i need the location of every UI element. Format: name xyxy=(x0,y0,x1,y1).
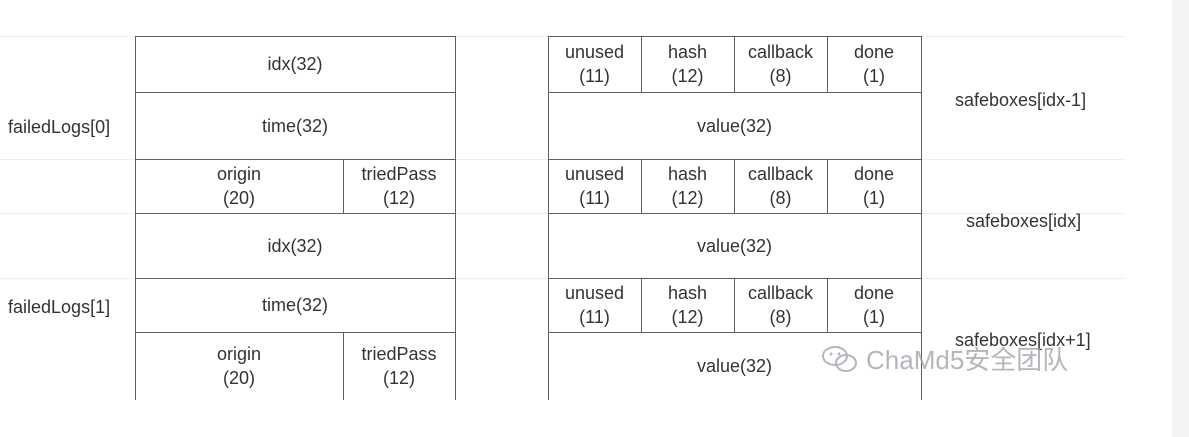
unused-field: unused (11) xyxy=(564,283,625,327)
scrollbar[interactable] xyxy=(1172,0,1189,437)
safeboxes-idx-label: safeboxes[idx] xyxy=(966,211,1082,231)
unused-field: unused (11) xyxy=(564,164,625,208)
failed-logs-0-label: failedLogs[0] xyxy=(8,117,111,137)
hash-field: hash (12) xyxy=(667,164,708,208)
done-field: done (1) xyxy=(853,42,895,86)
tried-pass-field-0: triedPass (12) xyxy=(361,164,437,208)
value-field: value(32) xyxy=(696,235,773,256)
failed-logs-1-label: failedLogs[1] xyxy=(8,297,111,317)
value-field: value(32) xyxy=(696,115,773,136)
time-field-1: time(32) xyxy=(261,295,328,315)
hash-field: hash (12) xyxy=(667,283,708,327)
unused-field: unused (11) xyxy=(564,42,625,86)
idx-field-1: idx(32) xyxy=(267,235,323,256)
safeboxes-idx-plus-1-label: safeboxes[idx+1] xyxy=(955,330,1091,350)
idx-field-0: idx(32) xyxy=(267,54,323,74)
time-field-0: time(32) xyxy=(261,115,328,136)
watermark: ChaMd5安全团队 xyxy=(820,340,1068,377)
origin-field-0: origin (20) xyxy=(216,164,262,208)
origin-field-1: origin (20) xyxy=(216,344,262,388)
hash-field: hash (12) xyxy=(667,42,708,86)
watermark-text: ChaMd5安全团队 xyxy=(866,345,1069,375)
wechat-icon xyxy=(822,345,857,372)
callback-field: callback (8) xyxy=(747,42,814,86)
tried-pass-field-1: triedPass (12) xyxy=(361,344,437,388)
done-field: done (1) xyxy=(853,283,895,327)
done-field: done (1) xyxy=(853,164,895,208)
callback-field: callback (8) xyxy=(747,164,814,208)
value-field: value(32) xyxy=(696,356,773,376)
callback-field: callback (8) xyxy=(747,283,814,327)
safeboxes-idx-minus-1-label: safeboxes[idx-1] xyxy=(955,90,1087,110)
